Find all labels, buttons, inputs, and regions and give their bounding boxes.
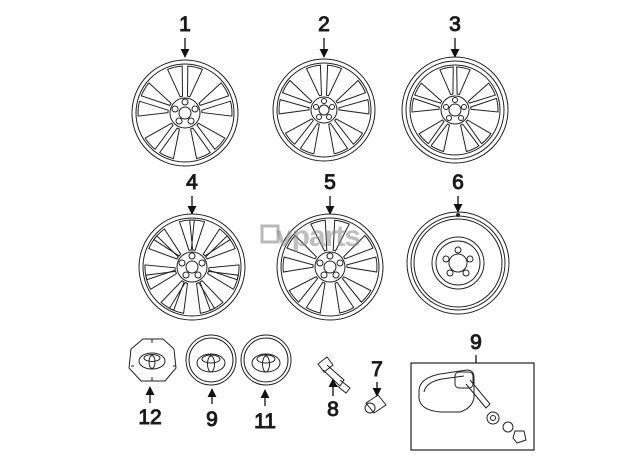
wheel-5[interactable]: 5 (276, 171, 384, 321)
spoke (278, 98, 310, 115)
wheel-2-spokes (278, 64, 370, 155)
spoke (342, 234, 374, 260)
wheel-1-spokes (137, 65, 233, 160)
spoke (199, 280, 224, 311)
hub-cap-12[interactable]: 12 (128, 338, 177, 430)
spoke (288, 276, 319, 303)
spoke (460, 123, 480, 153)
callout-4: 4 (186, 171, 198, 194)
spoke (299, 122, 320, 155)
spoke (335, 79, 367, 104)
valve-stem-8[interactable]: 8 (317, 356, 351, 422)
callout-9: 9 (470, 331, 482, 354)
spoke (281, 79, 313, 104)
spoke (168, 281, 189, 314)
callout-10: 9 (206, 408, 218, 431)
callout-1: 1 (179, 13, 191, 36)
spoke (467, 82, 496, 104)
spoke (140, 82, 172, 107)
spoke (198, 82, 230, 107)
spoke (158, 127, 180, 160)
spoke (439, 66, 454, 96)
callout-5: 5 (324, 171, 336, 194)
wheel-3-spokes (411, 66, 499, 153)
spoke (310, 219, 328, 252)
spoke (190, 127, 212, 160)
spoke (334, 118, 364, 145)
spoke (144, 264, 176, 281)
callout-11: 11 (254, 410, 276, 433)
callout-2: 2 (318, 13, 330, 36)
tpms-kit-9[interactable]: 9 (410, 331, 535, 451)
spoke (430, 123, 450, 153)
spoke (332, 219, 350, 252)
spoke (284, 118, 314, 145)
callout-3: 3 (449, 13, 461, 36)
center-cap-11[interactable]: 11 (240, 334, 292, 434)
spoke (418, 119, 445, 145)
callout-12: 12 (138, 406, 161, 429)
spoke (341, 276, 372, 303)
wheel-6[interactable]: 6 (406, 171, 510, 315)
spoke (166, 65, 184, 98)
spoke (153, 228, 182, 257)
spoke (144, 122, 174, 151)
wheel-2[interactable]: 2 (272, 13, 376, 162)
watermark-logo: vparts (260, 220, 361, 253)
spoke (414, 82, 443, 104)
valve-cap-7[interactable]: 7 (364, 358, 387, 414)
spoke (305, 64, 323, 97)
spoke (186, 65, 204, 98)
wheel-4-spokes (144, 219, 240, 314)
spoke (282, 256, 314, 273)
spoke (189, 219, 206, 251)
callout-8: 8 (327, 398, 339, 421)
spoke (201, 100, 233, 117)
spoke (145, 270, 178, 290)
callout-6: 6 (452, 171, 464, 194)
spoke (456, 66, 471, 96)
spoke (286, 234, 318, 260)
wheel-3[interactable]: 3 (401, 13, 509, 164)
spoke (205, 235, 236, 260)
wheel-1[interactable]: 1 (131, 13, 239, 167)
spoke (346, 256, 378, 273)
spoke (328, 122, 349, 155)
tpms-kit-box (410, 362, 535, 451)
spoke (202, 228, 231, 257)
spoke (411, 97, 440, 113)
spoke (470, 97, 499, 113)
center-cap-10[interactable]: 9 (185, 334, 237, 432)
wheel-5-spokes (282, 219, 378, 314)
callout-7: 7 (371, 358, 383, 381)
spoke (206, 270, 239, 290)
spoke (334, 281, 355, 314)
spoke (178, 219, 195, 251)
spoke (196, 122, 226, 151)
spoke (160, 280, 185, 311)
spoke (338, 98, 370, 115)
spoke (195, 281, 216, 314)
spoke (148, 235, 179, 260)
spoke (137, 100, 169, 117)
spoke (208, 264, 240, 281)
spoke (465, 119, 492, 145)
watermark-text: vparts (276, 220, 360, 253)
spoke (305, 281, 326, 314)
wheel-4[interactable]: 4 (138, 171, 246, 321)
spoke (325, 64, 343, 97)
